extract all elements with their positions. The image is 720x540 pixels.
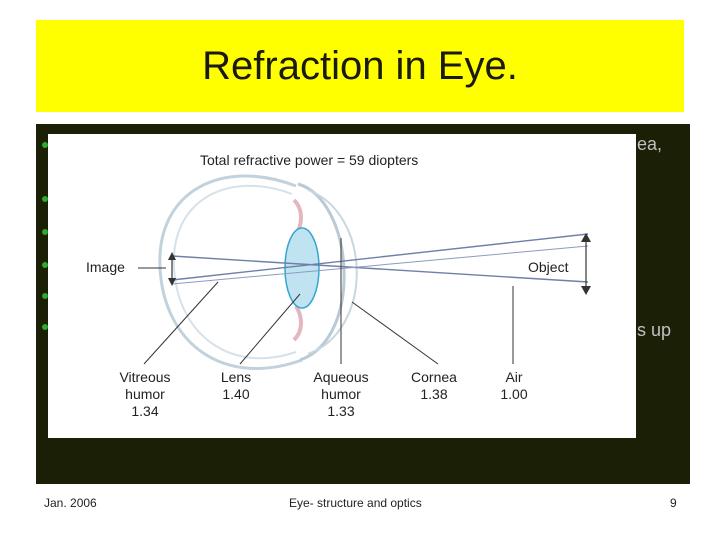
cornea-label: Cornea 1.38 [411,369,457,402]
svg-text:1.40: 1.40 [222,386,249,402]
figure-heading: Total refractive power = 59 diopters [200,152,418,168]
svg-text:Lens: Lens [221,369,251,385]
image-label: Image [86,259,125,275]
page-number: 9 [670,496,677,510]
vitreous-leader [144,282,218,364]
svg-text:Cornea: Cornea [411,369,457,385]
svg-text:humor: humor [321,386,361,402]
footer-date: Jan. 2006 [44,496,97,510]
eyeball-outline [160,176,302,368]
partial-text-2: s up [637,320,671,341]
svg-text:1.00: 1.00 [500,386,527,402]
svg-text:humor: humor [125,386,165,402]
footer-center-text: Eye- structure and optics [289,496,422,510]
object-arrow-tail [581,286,591,295]
lens-shape [285,228,319,308]
retina-outline [174,186,296,358]
svg-text:1.34: 1.34 [131,403,158,419]
svg-text:Vitreous: Vitreous [119,369,170,385]
aqueous-label: Aqueous humor 1.33 [313,369,368,419]
eye-refraction-figure: Total refractive power = 59 diopters Ima… [48,134,636,438]
svg-text:1.38: 1.38 [420,386,447,402]
vitreous-label: Vitreous humor 1.34 [119,369,170,419]
iris-lower [294,306,301,340]
svg-text:1.33: 1.33 [327,403,354,419]
lens-label: Lens 1.40 [221,369,251,402]
light-ray-2 [172,234,588,280]
object-label: Object [528,259,569,275]
svg-text:Air: Air [505,369,522,385]
eye-diagram: Total refractive power = 59 diopters Ima… [48,134,636,438]
cornea-leader [352,302,438,364]
partial-text-1: ea, [637,134,662,155]
svg-text:Aqueous: Aqueous [313,369,368,385]
slide-title: Refraction in Eye. [0,44,720,89]
air-label: Air 1.00 [500,369,527,402]
